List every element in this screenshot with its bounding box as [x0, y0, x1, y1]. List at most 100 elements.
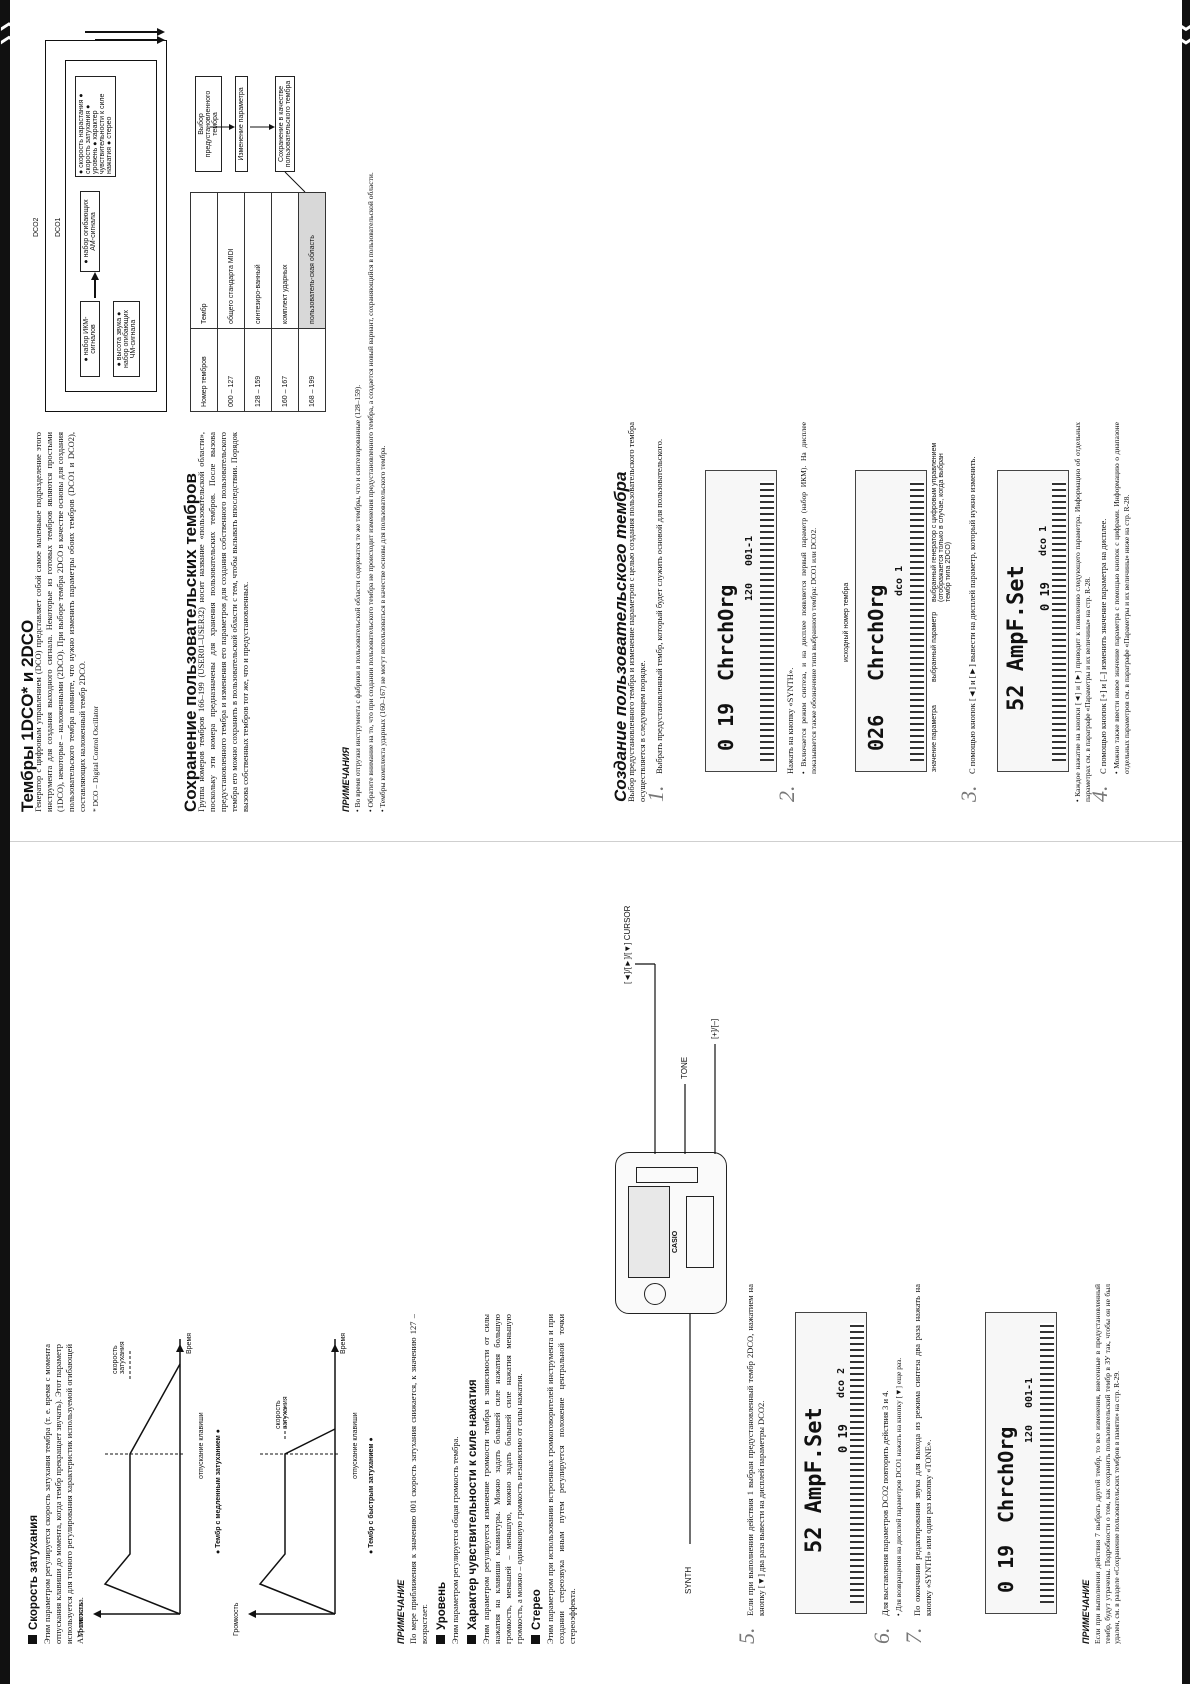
- lcd-caption-generator: выбранный генератор с цифровым управлени…: [931, 442, 952, 602]
- tone-table: Номер тембров Тембр 000 – 127 общего ста…: [190, 192, 326, 412]
- page-steps-1-4: ❮❮ Создание пользовательского тембра Выб…: [595, 0, 1190, 842]
- velocity-text: Этим параметром регулируется изменение г…: [481, 1314, 524, 1644]
- save-heading: Сохранение пользовательских тембров: [181, 473, 200, 812]
- velocity-heading: Характер чувствительности к силе нажатия: [467, 1314, 479, 1644]
- step-4: 4. С помощью кнопок [+] и [–] изменить з…: [1087, 422, 1131, 802]
- page-steps-5-7: CASIO SYNTH TONE [+]/[–] [◄]/[►]/[▼] CUR…: [595, 842, 1190, 1684]
- step-3-bullet: • Каждое нажатие на кнопки [◄] и [►] при…: [1073, 422, 1092, 802]
- fast-ylabel: Громкость: [233, 1602, 240, 1636]
- fast-caption: ● Тембр с быстрым затуханием ●: [368, 1437, 375, 1554]
- bottom-bar: [1182, 0, 1190, 842]
- notes2-item: • Обратите внимание на то, что при созда…: [365, 172, 375, 812]
- lcd-caption-top: исходный номер тембра: [843, 582, 850, 662]
- table-cell: 168 – 199: [298, 328, 326, 412]
- step-2-text: Нажать на кнопку «SYNTH».: [785, 667, 795, 774]
- table-cell: синтезиро-ванный: [244, 192, 272, 329]
- step-7-text: По окончании редактирования звука для вы…: [911, 1284, 933, 1616]
- slow-ylabel: Громкость: [78, 1602, 85, 1636]
- table-header-cell: Номер тембров: [190, 328, 218, 412]
- level-heading: Уровень: [436, 1314, 448, 1644]
- release-intro: Этим параметром регулируется скорость за…: [42, 1344, 85, 1644]
- callout-lines: [635, 963, 716, 1544]
- table-cell: 128 – 159: [244, 328, 272, 412]
- note1-text: По мере приближения к значению 001 скоро…: [408, 1314, 429, 1644]
- note-text: Если при выполнении действия 7 выбрать д…: [1093, 1284, 1121, 1644]
- dco-text: Генератор с цифровым управлением (DCO) п…: [33, 432, 87, 812]
- notes2-item: • Тембры комплекта ударных (160–167) не …: [378, 445, 387, 812]
- intro-text: Выбор предустановленного тембра и измене…: [626, 422, 647, 802]
- spread-create-tone: CASIO SYNTH TONE [+]/[–] [◄]/[►]/[▼] CUR…: [595, 0, 1190, 1684]
- stereo-heading: Стерео: [531, 1314, 543, 1644]
- table-header-row: Номер тембров Тембр: [190, 192, 218, 412]
- table-cell: 000 – 127: [217, 328, 245, 412]
- dco-heading: Тембры 1DCO* и 2DCO: [18, 619, 37, 812]
- save-text: Группа номеров тембров 166–199 (USER01–U…: [196, 432, 250, 812]
- lcd-keys: [1052, 481, 1066, 761]
- slow-speed-label: скорость затухания: [112, 1341, 126, 1374]
- stereo-text: Этим параметром при использовании встрое…: [545, 1314, 577, 1644]
- fast-speed-label: скорость затухания: [275, 1396, 289, 1429]
- lcd-caption-value: значение параметра: [931, 705, 938, 772]
- table-row: 000 – 127 общего стандарта MIDI: [217, 192, 245, 412]
- spread-synth-params: Скорость затухания Этим параметром регул…: [0, 0, 595, 1684]
- lcd-step3: 52 AmpF.Set 0 19 dco 1: [997, 470, 1069, 772]
- page-marker-icon: ❯❯: [0, 20, 17, 47]
- step-6-text: Для выставления параметров DCO2 повторит…: [880, 1390, 890, 1616]
- lcd-keys: [760, 481, 774, 761]
- tone-callout: TONE: [680, 1056, 689, 1079]
- dco-footnote: * DCO – Digital Control Oscillator: [91, 705, 100, 812]
- slow-xlabel: Время: [186, 1332, 193, 1354]
- table-header-cell: Тембр: [190, 192, 218, 329]
- step-6-bullet: • Для возвращения на дисплей параметров …: [894, 1357, 903, 1616]
- slow-release-label: отпускание клавиши: [198, 1412, 205, 1479]
- bottom-bar: [1182, 842, 1190, 1684]
- fast-xlabel: Время: [340, 1332, 347, 1354]
- cursor-callout: [◄]/[►]/[▼] CURSOR: [623, 905, 632, 984]
- table-row: 160 – 167 комплект ударных: [271, 192, 299, 412]
- plusminus-callout: [+]/[–]: [710, 1018, 719, 1039]
- page-release-rate: Скорость затухания Этим параметром регул…: [0, 842, 595, 1684]
- step-7: 7. По окончании редактирования звука для…: [900, 1284, 933, 1644]
- step-3: 3. С помощью кнопок [◄] и [►] вывести на…: [956, 422, 981, 802]
- table-cell: пользователь-ская область: [298, 192, 326, 329]
- table-cell: комплект ударных: [271, 192, 299, 329]
- notes2-item: • Во время отгрузки инструмента с фабрик…: [353, 384, 362, 812]
- note-title: ПРИМЕЧАНИЕ: [1081, 1579, 1091, 1644]
- step-3-text: С помощью кнопок [◄] и [►] вывести на ди…: [967, 456, 977, 774]
- lcd-keys: [850, 1323, 864, 1603]
- lcd-keys: [1040, 1323, 1054, 1603]
- table-row: 128 – 159 синтезиро-ванный: [244, 192, 272, 412]
- top-bar: [0, 842, 10, 1684]
- page-title: Создание пользовательского тембра: [611, 471, 630, 802]
- notes2-title: ПРИМЕЧАНИЯ: [341, 747, 351, 812]
- dco-arrows: [85, 28, 165, 298]
- lcd-keys: [910, 481, 924, 761]
- note1-title: ПРИМЕЧАНИЕ: [396, 1579, 406, 1644]
- lcd-step2: 026 ChrchOrg dco 1: [855, 470, 927, 772]
- release-heading: Скорость затухания: [28, 1344, 40, 1644]
- page-dco: ❯❯ Тембры 1DCO* и 2DCO Генератор с цифро…: [0, 0, 595, 842]
- page-marker-icon: ❮❮: [1175, 20, 1190, 47]
- synth-callout: SYNTH: [684, 1566, 693, 1594]
- table-cell: 160 – 167: [271, 328, 299, 412]
- step-2: 2. Нажать на кнопку «SYNTH». • Включаетс…: [774, 422, 818, 802]
- top-bar: [0, 0, 10, 842]
- lcd-step5: 52 AmpF.Set 0 19 dco 2: [795, 1312, 867, 1614]
- dco-diagram: DCO2 DCO1 ● набор ИКМ-сигналов ● высота …: [25, 22, 175, 412]
- lcd-step7: 0 19 ChrchOrg 120 001-1: [985, 1312, 1057, 1614]
- step-2-bullet: • Включается режим синтеза, и на дисплее…: [799, 422, 818, 774]
- step-6: 6. Для выставления параметров DCO2 повто…: [869, 1284, 904, 1644]
- level-text: Этим параметром регулируется общая громк…: [450, 1436, 460, 1644]
- table-cell: общего стандарта MIDI: [217, 192, 245, 329]
- step-1: 1. Выбрать предустановленный тембр, кото…: [643, 422, 668, 802]
- lcd-step1: 0 19 ChrchOrg 120 001-1: [705, 470, 777, 772]
- flow-arrows: [210, 124, 306, 192]
- step-4-text: С помощью кнопок [+] и [–] изменить знач…: [1098, 518, 1108, 774]
- release-graph-slow: [93, 1339, 185, 1618]
- step-5: 5. Если при выполнении действия 1 выбран…: [734, 1284, 766, 1644]
- lcd-caption-param: выбранный параметр: [931, 611, 938, 682]
- slow-caption: ● Тембр с медленным затуханием ●: [215, 1428, 222, 1554]
- step-4-bullet: • Можно также ввести новое значение пара…: [1112, 422, 1131, 774]
- step-1-text: Выбрать предустановленный тембр, который…: [654, 438, 664, 774]
- release-graph-fast: [248, 1339, 340, 1618]
